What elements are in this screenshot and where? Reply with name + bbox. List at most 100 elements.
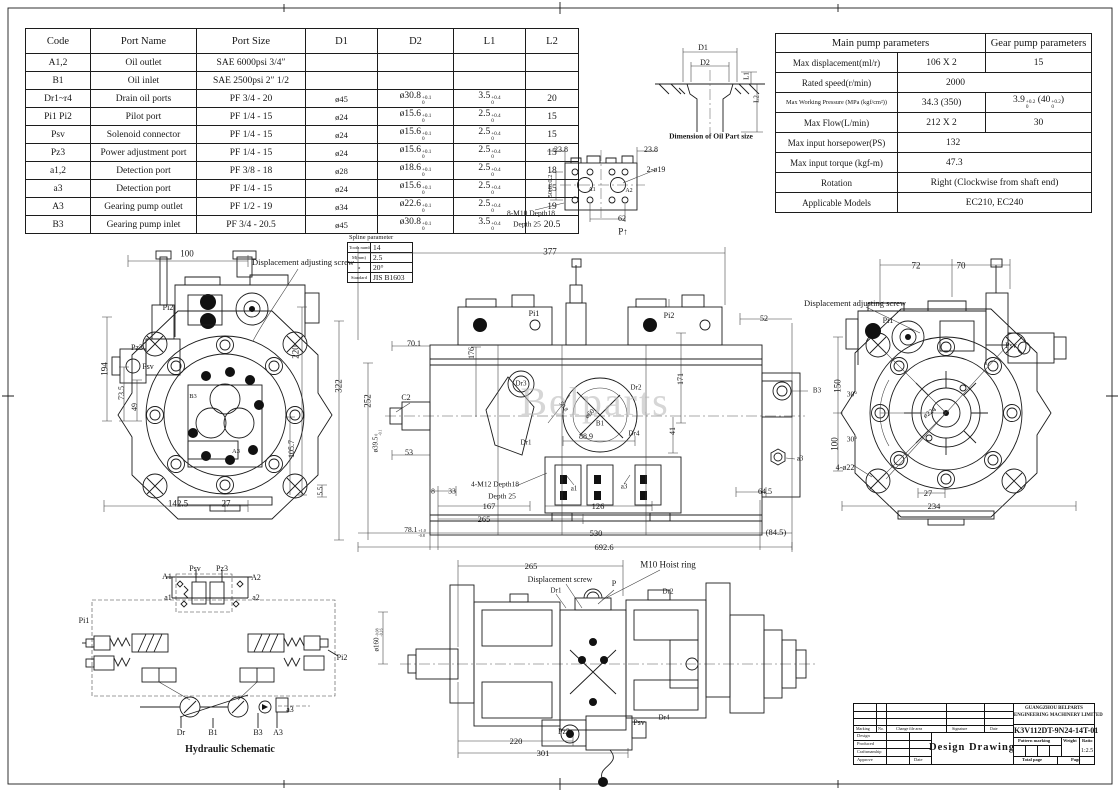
table-cell: ø24 xyxy=(305,143,378,162)
spline-row: Tooth number14 xyxy=(347,242,413,253)
drawing-label: 49 xyxy=(130,403,139,411)
drawing-label: Pi1 xyxy=(528,309,540,318)
table-cell: Code xyxy=(25,28,91,54)
drawing-label: D1 xyxy=(698,43,708,52)
drawing-label: Displacement screw xyxy=(527,575,593,584)
date-label: Date xyxy=(914,757,923,762)
drawing-label: L2 xyxy=(752,95,761,103)
table-cell: Port Name xyxy=(90,28,197,54)
rev-header-marking: Marking xyxy=(856,726,870,731)
drawing-label: Depth 25 xyxy=(488,491,516,501)
drawing-label: 23.8 xyxy=(644,145,658,154)
drawing-label: Dr4 xyxy=(628,429,640,438)
table-cell: Port Size xyxy=(196,28,306,54)
watermark: Belparts xyxy=(520,379,670,424)
drawing-label: Dr1 xyxy=(550,586,562,595)
drawing-label: Dr xyxy=(176,728,186,737)
table-cell: B1 xyxy=(25,71,91,90)
table-cell: PF 1/4 - 15 xyxy=(196,179,306,198)
drawing-label: Psv xyxy=(633,718,645,727)
table-cell xyxy=(305,53,378,72)
table-cell: A1,2 xyxy=(25,53,91,72)
table-cell: a3 xyxy=(25,179,91,198)
drawing-label: Displacement adjusting screw xyxy=(252,256,354,267)
table-cell: Psv xyxy=(25,125,91,144)
parameter-row: Max input horsepower(PS)132 xyxy=(775,132,1093,153)
ratio-value: 1:2.5 xyxy=(1081,748,1094,754)
gear-pump-parameters-header: Gear pump parameters xyxy=(985,33,1093,53)
drawing-number: K3V112DT-9N24-14T-01 xyxy=(1014,726,1099,735)
drawing-label: Dr2 xyxy=(630,383,642,392)
drawing-label: Psv xyxy=(1005,341,1017,350)
drawing-label: Dr3 xyxy=(515,379,527,388)
table-cell: 212 X 2 xyxy=(896,112,987,133)
drawing-label: 265 xyxy=(477,513,491,524)
drawing-label: 4-M12 Depth18 xyxy=(470,479,520,489)
drawing-label: 377 xyxy=(543,246,557,257)
drawing-label: 70 xyxy=(956,260,966,271)
table-cell xyxy=(305,71,378,90)
drawing-label: P↑ xyxy=(618,226,628,237)
drawing-label: Dr1 xyxy=(520,438,532,447)
drawing-label: 176 xyxy=(467,347,476,359)
table-cell: Gearing pump outlet xyxy=(90,197,197,216)
drawing-label: 194 xyxy=(99,362,110,376)
table-cell: Max Flow(L/min) xyxy=(775,112,898,133)
drawing-label: (84.5) xyxy=(765,526,787,537)
drawing-label: Pi1 xyxy=(882,316,894,325)
drawing-label: a1 xyxy=(164,593,172,602)
table-cell: A3 xyxy=(25,197,91,216)
drawing-label: 100 xyxy=(180,248,194,259)
drawing-label: Hydraulic Schematic xyxy=(185,744,275,755)
drawing-label: Pz3 xyxy=(558,727,570,736)
table-cell: Pz3 xyxy=(25,143,91,162)
drawing-label: M10 Hoist ring xyxy=(640,559,696,570)
ratio-label: Ratio xyxy=(1082,738,1093,743)
drawing-label: B1 xyxy=(208,728,218,737)
oil-port-dimension-diagram xyxy=(655,48,765,140)
company-name-line2: ENGINEERING MACHINERY LIMITED xyxy=(1014,713,1103,718)
drawing-label: 30° xyxy=(846,434,858,444)
right-front-view-drawing xyxy=(833,258,1077,526)
drawing-label: 234 xyxy=(927,500,941,511)
drawing-label: Dr2 xyxy=(662,587,674,596)
table-cell: 20.5 xyxy=(525,215,579,234)
table-cell: PF 1/4 - 15 xyxy=(196,125,306,144)
table-cell: ø34 xyxy=(305,197,378,216)
pump-parameters-table: Main pump parameters Gear pump parameter… xyxy=(774,33,1093,213)
hydraulic-schematic-drawing xyxy=(82,570,339,728)
table-cell: Applicable Models xyxy=(775,192,898,213)
table-cell: L1 xyxy=(453,28,526,54)
drawing-label: 5.5 xyxy=(316,486,325,496)
drawing-label: A3 xyxy=(232,447,240,455)
parameter-row: Max Working Pressure (MPa (kgf/cm²))34.3… xyxy=(775,92,1093,113)
drawing-label: ø160-0.08-0.16 xyxy=(372,628,384,652)
table-cell xyxy=(453,53,526,72)
drawing-label: 50.8±0.2 xyxy=(546,174,554,198)
drawing-label: a2 xyxy=(252,593,260,602)
table-cell: Max Working Pressure (MPa (kgf/cm²)) xyxy=(775,92,898,113)
table-cell: 15 xyxy=(525,107,579,126)
drawing-label: 78.1+1.0-0.8 xyxy=(404,525,426,538)
drawing-label: 2-ø19 xyxy=(646,165,666,174)
drawing-label: 142.5 xyxy=(167,498,189,509)
drawing-label: Displacement adjusting screw xyxy=(804,297,906,308)
table-cell: ø24 xyxy=(305,107,378,126)
drawing-label: 252 xyxy=(362,394,373,408)
table-cell: 2000 xyxy=(896,72,1093,93)
